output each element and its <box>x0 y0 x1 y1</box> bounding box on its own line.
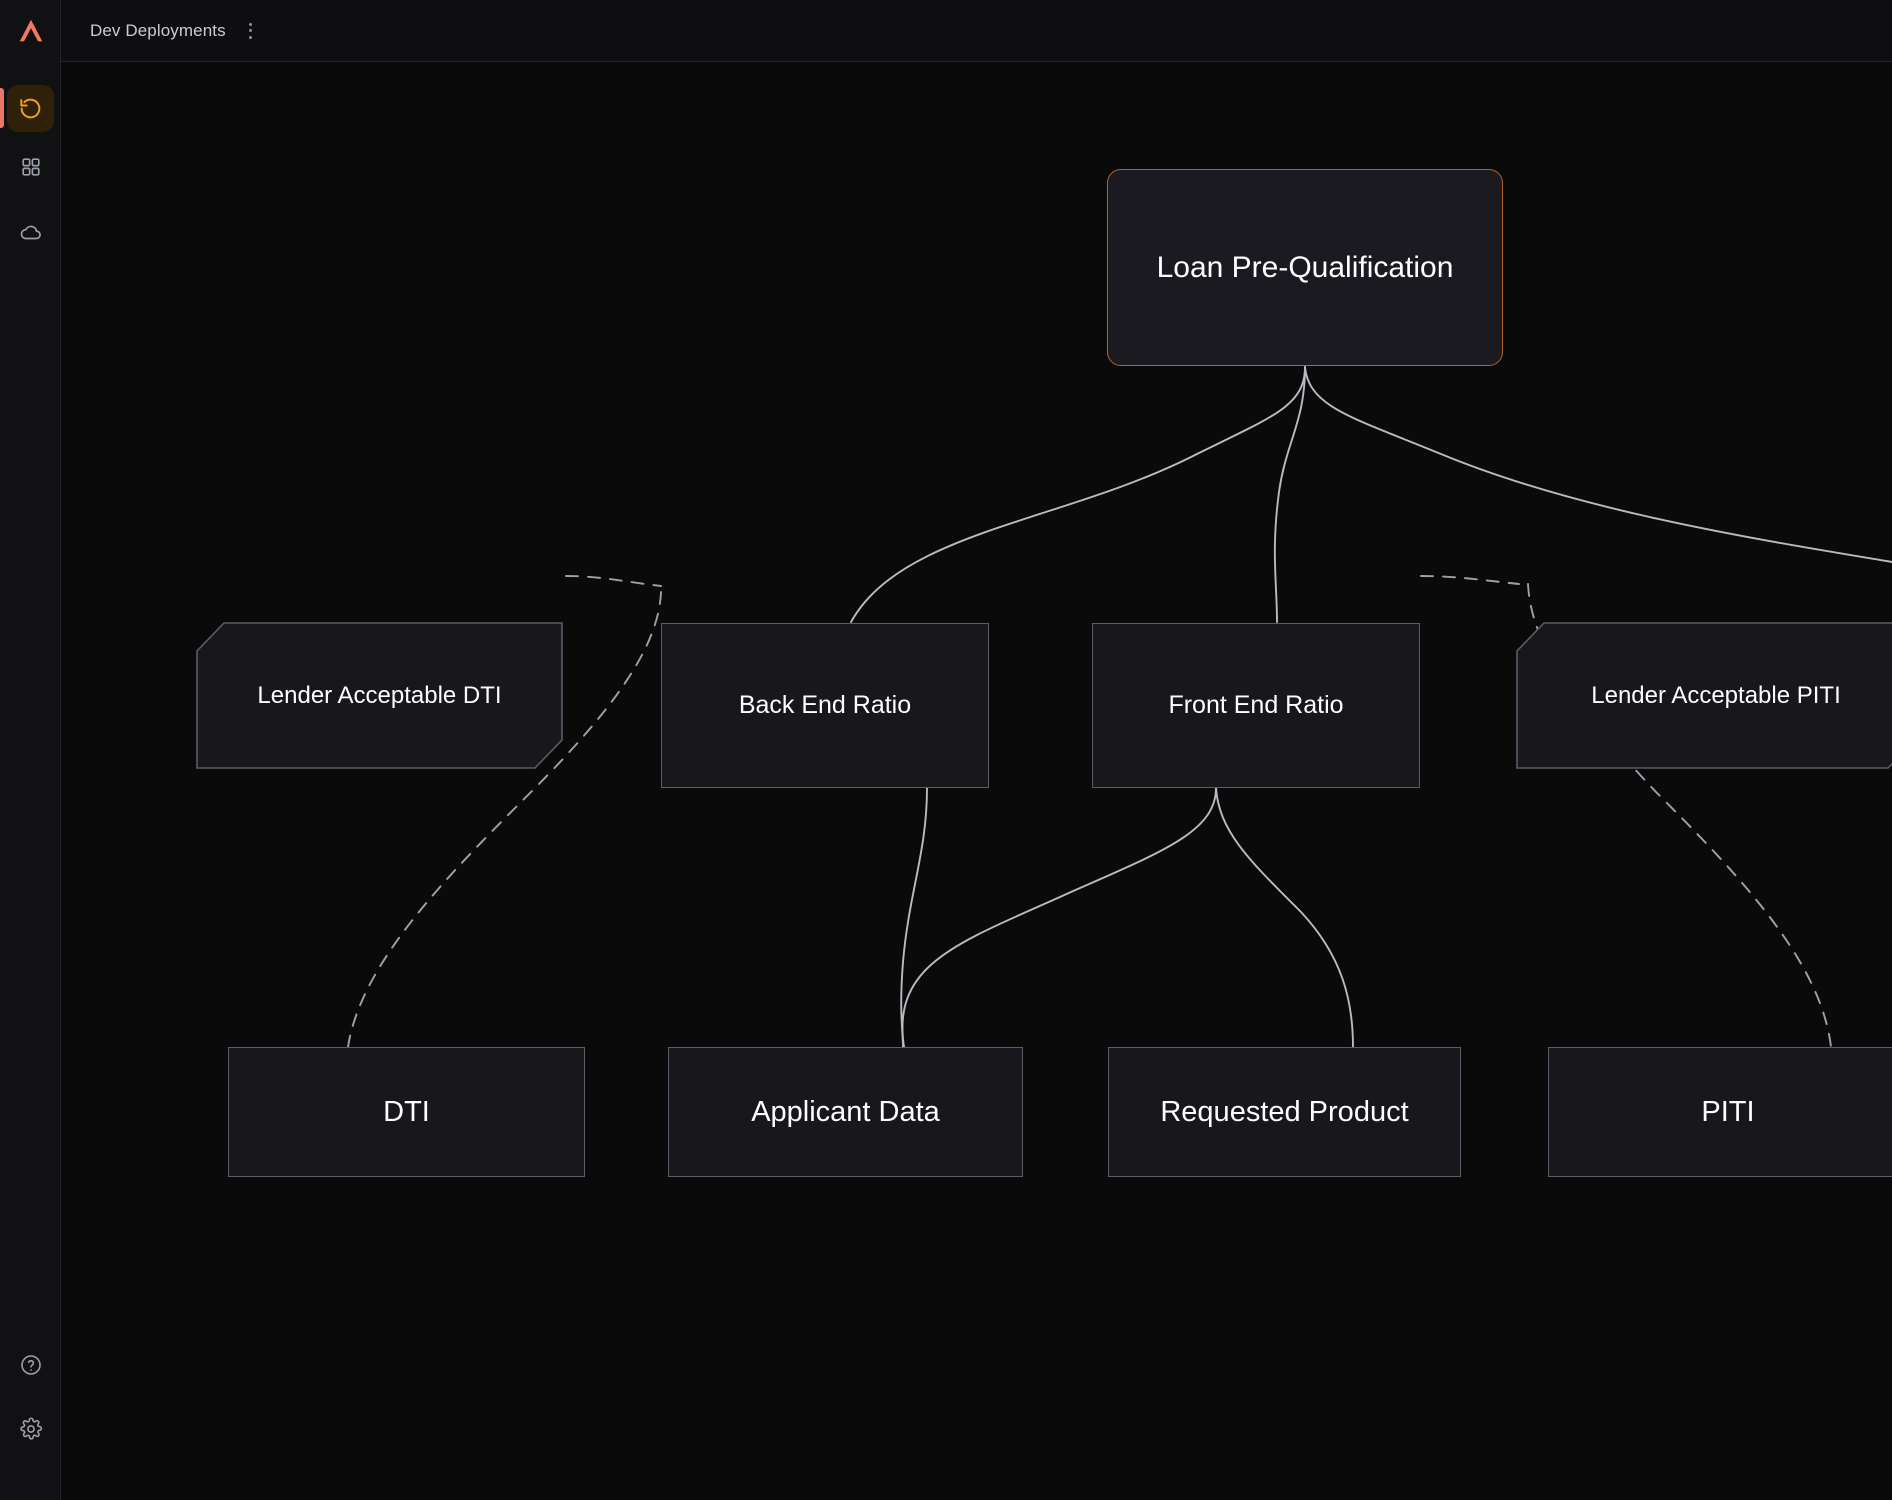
node-lender-acceptable-dti[interactable]: Lender Acceptable DTI <box>196 622 563 769</box>
edge-front-end-ratio-to-requested-product <box>1215 787 1354 1048</box>
node-loan-pre-qualification[interactable]: Loan Pre-Qualification <box>1107 169 1503 366</box>
node-label: Lender Acceptable PITI <box>1591 681 1841 709</box>
kebab-dot <box>249 35 253 39</box>
node-dti[interactable]: DTI <box>228 1047 585 1177</box>
sidebar-item-cloud[interactable] <box>7 208 54 255</box>
sidebar-item-help[interactable] <box>7 1341 54 1388</box>
rotate-counterclockwise-icon <box>20 98 41 119</box>
arrow-up-logo-icon <box>19 19 42 42</box>
node-applicant-data[interactable]: Applicant Data <box>668 1047 1023 1177</box>
edge-back-end-ratio-to-dti <box>347 591 662 1048</box>
cloud-icon <box>20 225 41 239</box>
node-piti[interactable]: PITI <box>1548 1047 1892 1177</box>
node-label: Back End Ratio <box>738 690 912 719</box>
node-label: DTI <box>383 1095 430 1128</box>
top-bar: Dev Deployments <box>61 0 1892 62</box>
node-label: PITI <box>1701 1095 1755 1128</box>
edge-root-to-back-end-ratio <box>850 366 1306 623</box>
hexagon-shape <box>1516 622 1892 769</box>
gear-icon <box>19 1416 42 1440</box>
kebab-dot <box>249 22 253 26</box>
node-lender-acceptable-piti[interactable]: Lender Acceptable PITI <box>1516 622 1892 769</box>
question-circle-icon <box>20 1354 41 1375</box>
grid-squares-icon <box>21 157 40 176</box>
node-back-end-ratio[interactable]: Back End Ratio <box>661 623 989 788</box>
sidebar-item-history[interactable] <box>7 85 54 132</box>
kebab-dot <box>249 29 253 32</box>
node-label: Loan Pre-Qualification <box>1156 250 1454 284</box>
node-requested-product[interactable]: Requested Product <box>1108 1047 1461 1177</box>
kebab-menu-icon[interactable] <box>242 20 260 42</box>
left-nav-rail <box>0 0 61 1500</box>
node-label: Applicant Data <box>751 1095 940 1128</box>
edge-lender-dti-to-back-end-ratio <box>565 575 662 587</box>
node-label: Front End Ratio <box>1168 690 1344 719</box>
node-label: Lender Acceptable DTI <box>257 681 502 709</box>
edge-front-end-ratio-to-lender-piti <box>1420 575 1520 585</box>
sidebar-item-apps[interactable] <box>7 143 54 190</box>
hexagon-shape <box>196 622 563 769</box>
flow-canvas[interactable]: Loan Pre-Qualification Lender Acceptable… <box>61 62 1892 1500</box>
edge-front-end-ratio-to-applicant-data <box>901 787 1217 1048</box>
edge-root-to-offscreen-right <box>1304 366 1892 563</box>
edge-front-end-ratio-to-piti <box>1527 583 1832 1048</box>
edge-root-to-front-end-ratio <box>1273 366 1306 623</box>
edge-layer <box>347 366 1892 1048</box>
node-front-end-ratio[interactable]: Front End Ratio <box>1092 623 1420 788</box>
node-label: Requested Product <box>1160 1095 1409 1128</box>
breadcrumb-title: Dev Deployments <box>90 20 226 40</box>
sidebar-item-settings[interactable] <box>7 1405 54 1452</box>
active-indicator-stripe <box>0 88 4 128</box>
app-logo[interactable] <box>0 0 61 62</box>
